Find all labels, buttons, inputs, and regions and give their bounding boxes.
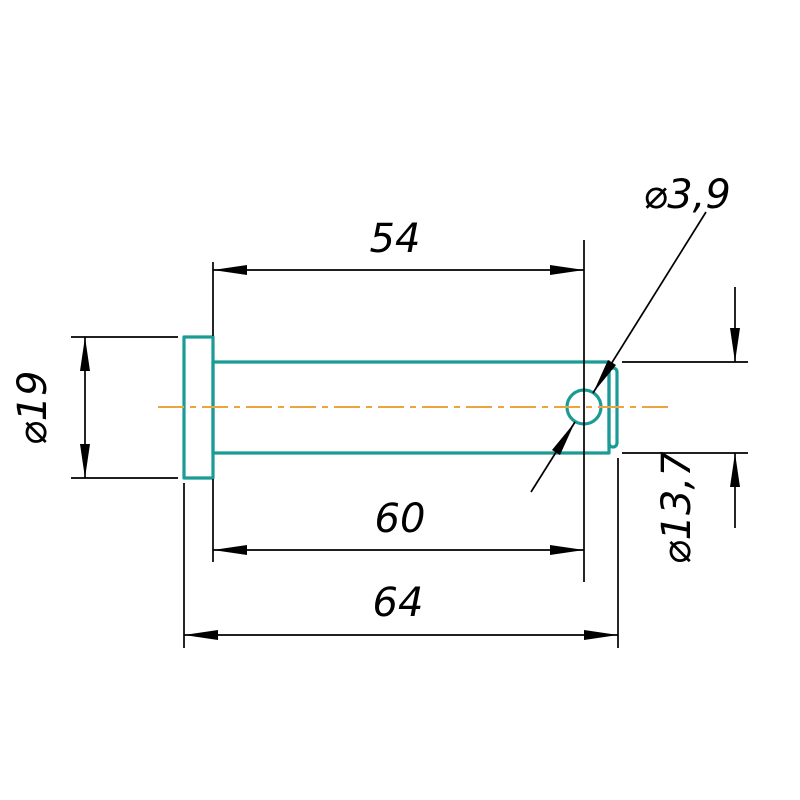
- arrow-60-right: [550, 545, 584, 555]
- arrow-64-right: [584, 630, 618, 640]
- dimension-arrows: [80, 265, 740, 640]
- arrow-54-left: [213, 265, 247, 275]
- dimension-labels: 54 ⌀3,9 ⌀19 60 64 ⌀13,7: [10, 172, 731, 626]
- arrow-shaft-diameter-top: [730, 328, 740, 362]
- dim-label-64: 64: [373, 580, 424, 626]
- dim-label-60: 60: [375, 496, 426, 542]
- arrow-head-diameter-top: [80, 337, 90, 371]
- arrow-hole-upper: [593, 360, 616, 393]
- arrow-head-diameter-bottom: [80, 444, 90, 478]
- arrow-hole-lower: [552, 422, 575, 455]
- dim-label-hole-diameter: ⌀3,9: [643, 172, 731, 218]
- arrow-shaft-diameter-bottom: [730, 453, 740, 487]
- arrow-60-left: [213, 545, 247, 555]
- dim-label-shaft-diameter: ⌀13,7: [654, 451, 700, 565]
- dim-label-head-diameter: ⌀19: [10, 371, 56, 446]
- dim-label-54: 54: [370, 216, 421, 262]
- arrow-64-left: [184, 630, 218, 640]
- arrow-54-right: [550, 265, 584, 275]
